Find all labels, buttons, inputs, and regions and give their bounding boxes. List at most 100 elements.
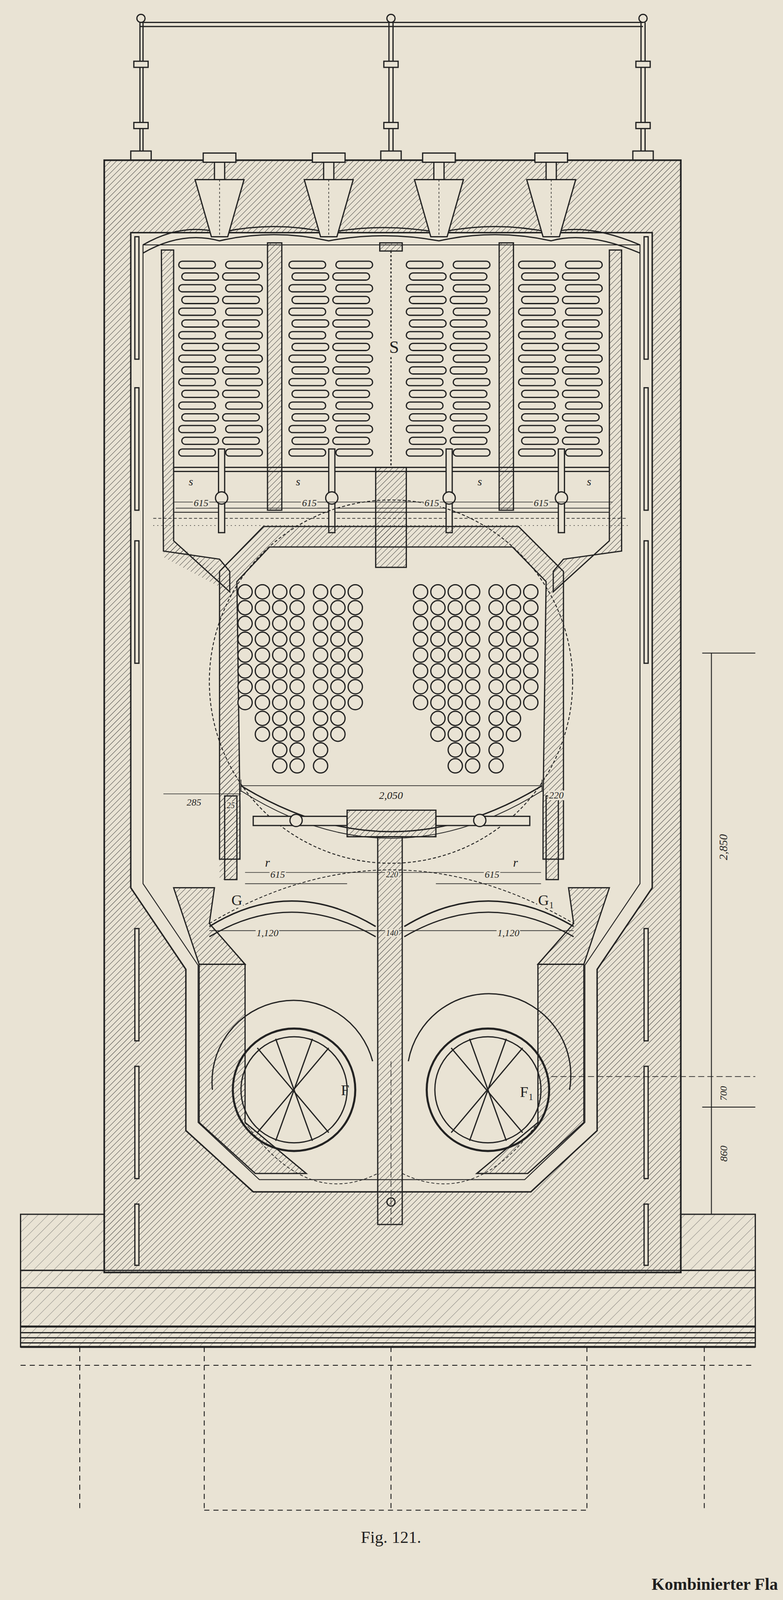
running-header: Kombinierter Fla [651, 1575, 778, 1593]
tube-circle [290, 647, 305, 663]
tube-circle [413, 663, 428, 679]
header-pipe [558, 449, 565, 533]
tube [181, 437, 219, 445]
tube [562, 390, 600, 398]
tube-circle [488, 695, 504, 710]
tube-circle [255, 695, 270, 710]
tube [449, 296, 487, 304]
dimension-label: 615 [532, 498, 550, 508]
tube [565, 331, 603, 339]
tube-circle [290, 584, 305, 599]
tube-circle [465, 584, 480, 599]
tube-circle [313, 727, 328, 742]
nozzle-neck [434, 162, 445, 180]
tube [335, 425, 373, 433]
tube-circle [506, 663, 521, 679]
tube [181, 413, 219, 421]
tube-circle [488, 727, 504, 742]
tube-circle [465, 758, 480, 773]
tube-circle [272, 711, 287, 726]
tube-circle [290, 758, 305, 773]
tube [518, 425, 556, 433]
tube [225, 261, 263, 269]
tube-circle [348, 695, 363, 710]
nozzle-neck [546, 162, 557, 180]
tube [222, 343, 260, 351]
header-pipe [445, 449, 453, 533]
tube-circle [523, 631, 538, 647]
tube [565, 355, 603, 363]
tube [225, 284, 263, 292]
tube-circle [430, 711, 446, 726]
tube [409, 437, 446, 445]
tube-circle [330, 711, 345, 726]
tube [449, 390, 487, 398]
tube-circle [290, 711, 305, 726]
dimension-label: 615 [193, 498, 210, 508]
tube-circle [313, 647, 328, 663]
tube [335, 284, 373, 292]
tube-circle [330, 631, 345, 647]
tube-circle [313, 695, 328, 710]
dimension-label: G [230, 892, 244, 908]
tube-circle [488, 647, 504, 663]
tube [518, 261, 556, 269]
tube [409, 319, 446, 327]
tube [453, 425, 490, 433]
tube [291, 437, 329, 445]
nozzle-axis [550, 179, 552, 237]
tube [453, 355, 490, 363]
nozzle-neck [323, 162, 334, 180]
dimension-label: 2,850 [717, 833, 730, 862]
tube-circle [237, 679, 252, 694]
tube-circle [255, 584, 270, 599]
tube [518, 378, 556, 386]
dimension-label: 285 [185, 797, 202, 808]
tube-circle [255, 727, 270, 742]
tube-circle [255, 711, 270, 726]
tube [178, 308, 216, 316]
tube-circle [313, 631, 328, 647]
tube [288, 449, 326, 457]
tube-circle [255, 616, 270, 631]
tube-circle [272, 616, 287, 631]
nozzle-cap [534, 153, 568, 163]
tube-circle [523, 600, 538, 615]
nozzle-cap [422, 153, 456, 163]
tube [406, 355, 443, 363]
dimension-label: 615 [484, 869, 501, 880]
tube [178, 284, 216, 292]
figure-caption: Fig. 121. [360, 1528, 422, 1546]
tube-circle [290, 600, 305, 615]
tube [288, 425, 326, 433]
tube [222, 272, 260, 280]
tube [406, 425, 443, 433]
tube-circle [465, 695, 480, 710]
tube-circle [237, 584, 252, 599]
tube [333, 319, 370, 327]
dimension-label: 860 [718, 1144, 729, 1163]
tube [288, 284, 326, 292]
tube-circle [290, 695, 305, 710]
tube-circle [272, 695, 287, 710]
tube [335, 378, 373, 386]
tube [181, 296, 219, 304]
tube-circle [465, 600, 480, 615]
tube-circle [506, 695, 521, 710]
tube-circle [237, 647, 252, 663]
tube [521, 343, 559, 351]
railing [130, 14, 654, 161]
tube [335, 355, 373, 363]
dimension-label: 25 [225, 801, 236, 810]
tube [225, 402, 263, 410]
tube [225, 378, 263, 386]
tube [562, 272, 600, 280]
nozzle-axis [328, 179, 330, 237]
tube [409, 390, 446, 398]
tube [562, 319, 600, 327]
tube-circle [330, 727, 345, 742]
tube-circle [465, 631, 480, 647]
tube [453, 308, 490, 316]
tube-circle [523, 584, 538, 599]
tube-circle [290, 742, 305, 757]
